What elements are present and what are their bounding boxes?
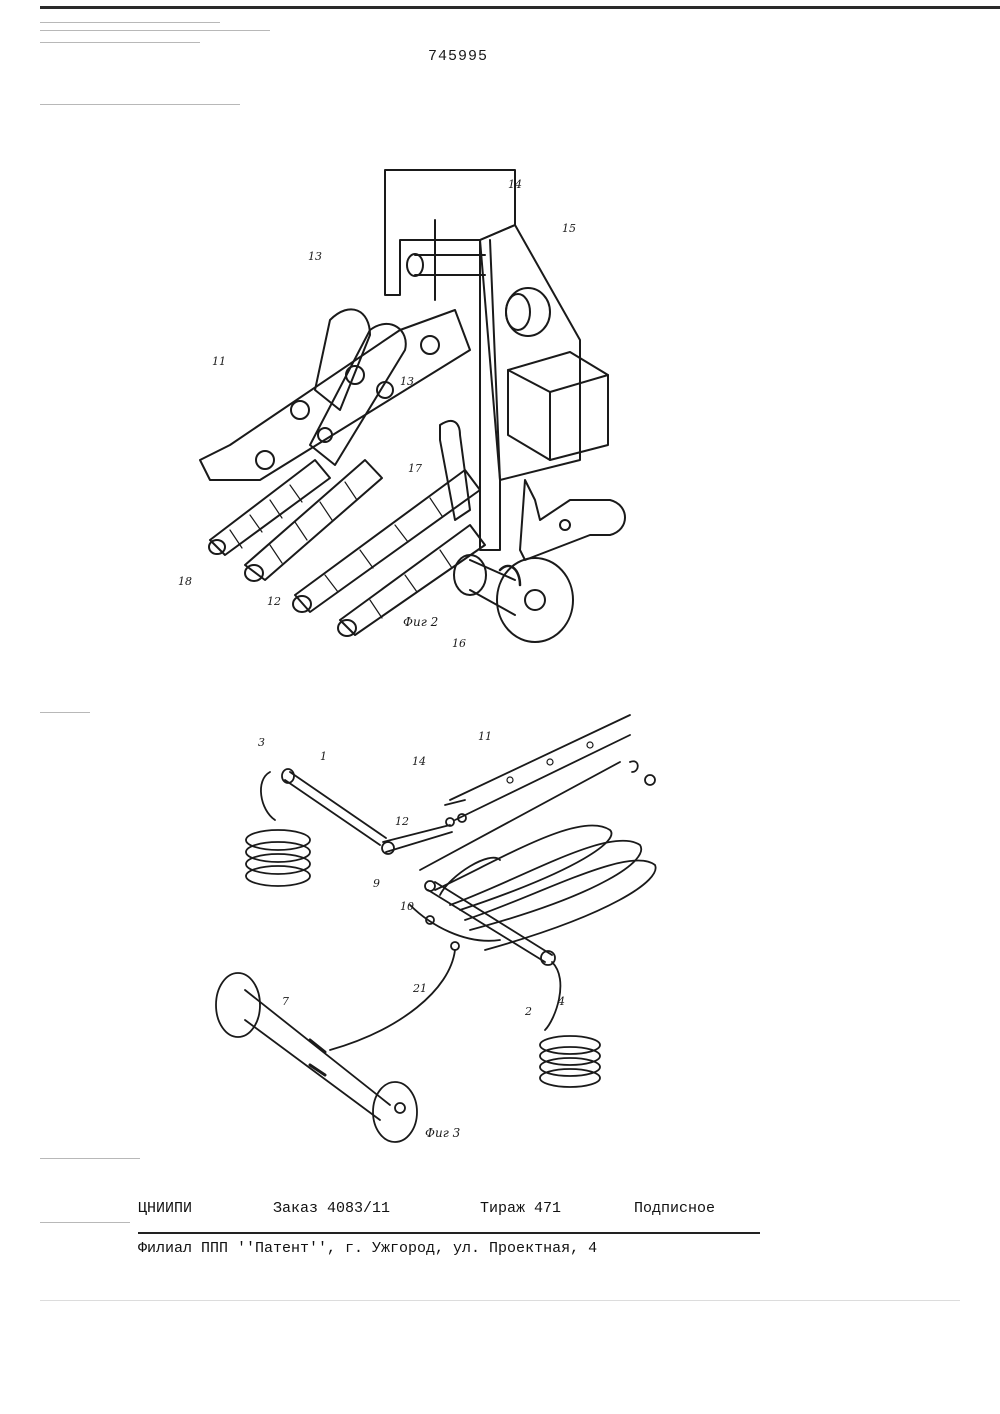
frame-side-plate bbox=[479, 224, 581, 481]
scan-artifact bbox=[40, 1158, 140, 1159]
finger-3 bbox=[294, 469, 481, 613]
cable-21 bbox=[329, 949, 456, 1051]
patent-number: 745995 bbox=[428, 48, 489, 65]
wheel-16 bbox=[496, 557, 574, 643]
top-border-rule bbox=[40, 6, 1000, 9]
imprint-divider bbox=[138, 1232, 760, 1234]
finger-bent-2 bbox=[449, 839, 643, 931]
spring-4 bbox=[539, 1035, 601, 1088]
fig3-label: 3 bbox=[258, 736, 265, 749]
fig3-label: 10 bbox=[400, 900, 414, 913]
fig3-label: 21 bbox=[412, 982, 427, 995]
finger-1 bbox=[209, 459, 331, 556]
fig3-label: 9 bbox=[373, 877, 380, 890]
cam bbox=[453, 554, 487, 596]
fig3-label: 11 bbox=[478, 730, 492, 743]
fig2-label: 18 bbox=[178, 575, 192, 588]
fig2-label: 13 bbox=[400, 375, 414, 388]
rail-end-hook bbox=[629, 760, 639, 773]
plate-17 bbox=[439, 419, 471, 521]
imprint-circulation: Тираж 471 bbox=[480, 1200, 562, 1217]
finger-4 bbox=[339, 524, 486, 636]
fig2-label: 15 bbox=[562, 222, 576, 235]
rod-lower bbox=[419, 761, 621, 871]
fig3-label: 4 bbox=[557, 995, 565, 1008]
fig3-label: 2 bbox=[524, 1005, 532, 1018]
hook-plate-13a bbox=[314, 308, 371, 411]
finger-bent-3 bbox=[464, 859, 657, 951]
finger-2 bbox=[244, 459, 383, 581]
chain-links-11 bbox=[199, 309, 471, 481]
imprint-org: ЦНИИПИ bbox=[138, 1200, 193, 1217]
frame-upright bbox=[479, 239, 501, 551]
rail-11 bbox=[449, 714, 631, 821]
imprint-branch: Филиал ППП ''Патент'', г. Ужгород, ул. П… bbox=[138, 1240, 598, 1257]
frame-top-bracket bbox=[384, 169, 516, 296]
spool-7 bbox=[215, 972, 418, 1143]
fig2-caption: Фиг 2 bbox=[403, 615, 438, 629]
scan-artifact bbox=[40, 1222, 130, 1223]
shaft-14 bbox=[414, 254, 486, 276]
fig2-label: 17 bbox=[408, 462, 422, 475]
figure-3-drawing: 11 14 3 1 12 9 10 21 7 2 4 Фиг 3 bbox=[215, 714, 657, 1143]
imprint-row: ЦНИИПИ Заказ 4083/11 Тираж 471 Подписное bbox=[138, 1200, 758, 1220]
lever-arm bbox=[519, 479, 626, 561]
scan-artifact bbox=[40, 22, 220, 23]
link-9 bbox=[382, 824, 453, 853]
fig3-label: 1 bbox=[320, 750, 327, 763]
spring-3 bbox=[245, 829, 311, 887]
scan-artifact bbox=[40, 712, 90, 713]
scan-artifact bbox=[40, 1300, 960, 1301]
motor-box bbox=[507, 351, 609, 461]
fig2-label: 11 bbox=[212, 355, 226, 368]
hook-plate-13b bbox=[309, 323, 407, 466]
fig3-label: 12 bbox=[395, 815, 409, 828]
scan-artifact bbox=[40, 42, 200, 43]
scan-artifact bbox=[40, 30, 270, 31]
fig2-label: 14 bbox=[508, 178, 522, 191]
fig2-label: 12 bbox=[267, 595, 281, 608]
fig3-label: 7 bbox=[282, 995, 289, 1008]
fig2-label: 13 bbox=[308, 250, 322, 263]
fig3-label: 14 bbox=[412, 755, 426, 768]
imprint-order: Заказ 4083/11 bbox=[273, 1200, 391, 1217]
shaft-1 bbox=[284, 771, 387, 846]
shaft-2 bbox=[427, 881, 553, 963]
finger-bent-1 bbox=[434, 824, 613, 911]
imprint-subscription: Подписное bbox=[634, 1200, 716, 1217]
fig3-caption: Фиг 3 bbox=[425, 1126, 461, 1140]
cable-4 bbox=[544, 961, 562, 1031]
fig2-label: 16 bbox=[452, 637, 466, 650]
scan-artifact bbox=[40, 104, 240, 105]
figure-2-drawing: 14 15 13 13 11 17 18 12 16 Фиг 2 bbox=[178, 169, 626, 650]
